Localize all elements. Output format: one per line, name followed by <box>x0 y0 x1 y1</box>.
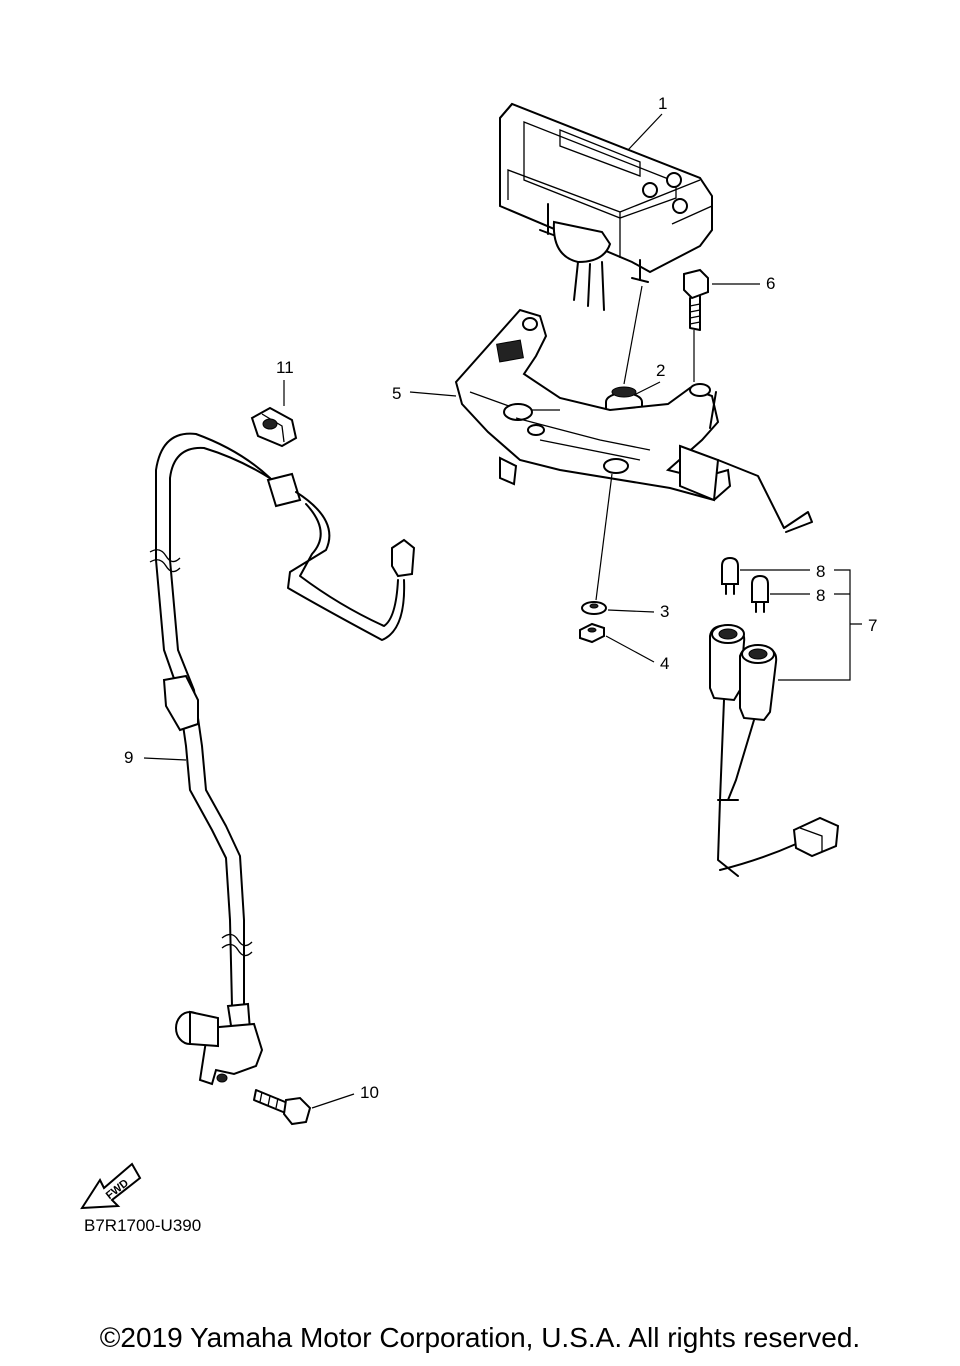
copyright-notice: ©2019 Yamaha Motor Corporation, U.S.A. A… <box>99 1322 861 1353</box>
callout-2: 2 <box>656 361 665 380</box>
meter-assembly-part[interactable] <box>499 102 713 311</box>
leader-line-4 <box>605 635 655 663</box>
callout-9: 9 <box>124 748 133 767</box>
leader-line-10 <box>311 1093 355 1109</box>
diagram-code: B7R1700-U390 <box>84 1216 202 1235</box>
meter-light-socket-part-7[interactable] <box>709 624 840 877</box>
callout-7: 7 <box>868 616 877 635</box>
bulb-part-8a[interactable] <box>721 556 739 595</box>
speed-sensor-lead-part-9[interactable] <box>149 432 416 1086</box>
leader-line-1 <box>627 113 663 151</box>
leader-line-2 <box>635 381 661 395</box>
bracket-line-7 <box>778 569 862 681</box>
callout-5: 5 <box>392 384 401 403</box>
bolt-part-6[interactable] <box>683 268 709 331</box>
leader-line-5 <box>409 391 457 397</box>
nut-part-4[interactable] <box>579 622 605 644</box>
callout-4: 4 <box>660 654 669 673</box>
callout-11: 11 <box>276 358 294 377</box>
bolt-part-10[interactable] <box>253 1089 312 1126</box>
callout-6: 6 <box>766 274 775 293</box>
collar-part-3[interactable] <box>581 601 607 615</box>
callout-3: 3 <box>660 602 669 621</box>
forward-direction-arrow-icon: FWD <box>80 1162 142 1210</box>
leader-line-9 <box>143 757 187 761</box>
meter-bracket-part-5[interactable] <box>454 308 813 533</box>
bulb-part-8b[interactable] <box>751 574 769 613</box>
callout-8b: 8 <box>816 586 825 605</box>
guide-line-meter-to-grommet <box>623 285 643 385</box>
leader-line-3 <box>607 609 655 613</box>
callout-1: 1 <box>658 94 667 113</box>
clamp-part-11[interactable] <box>250 406 298 448</box>
guide-line-bracket-to-collar <box>595 473 613 601</box>
callout-8a: 8 <box>816 562 825 581</box>
callout-10: 10 <box>360 1083 379 1102</box>
